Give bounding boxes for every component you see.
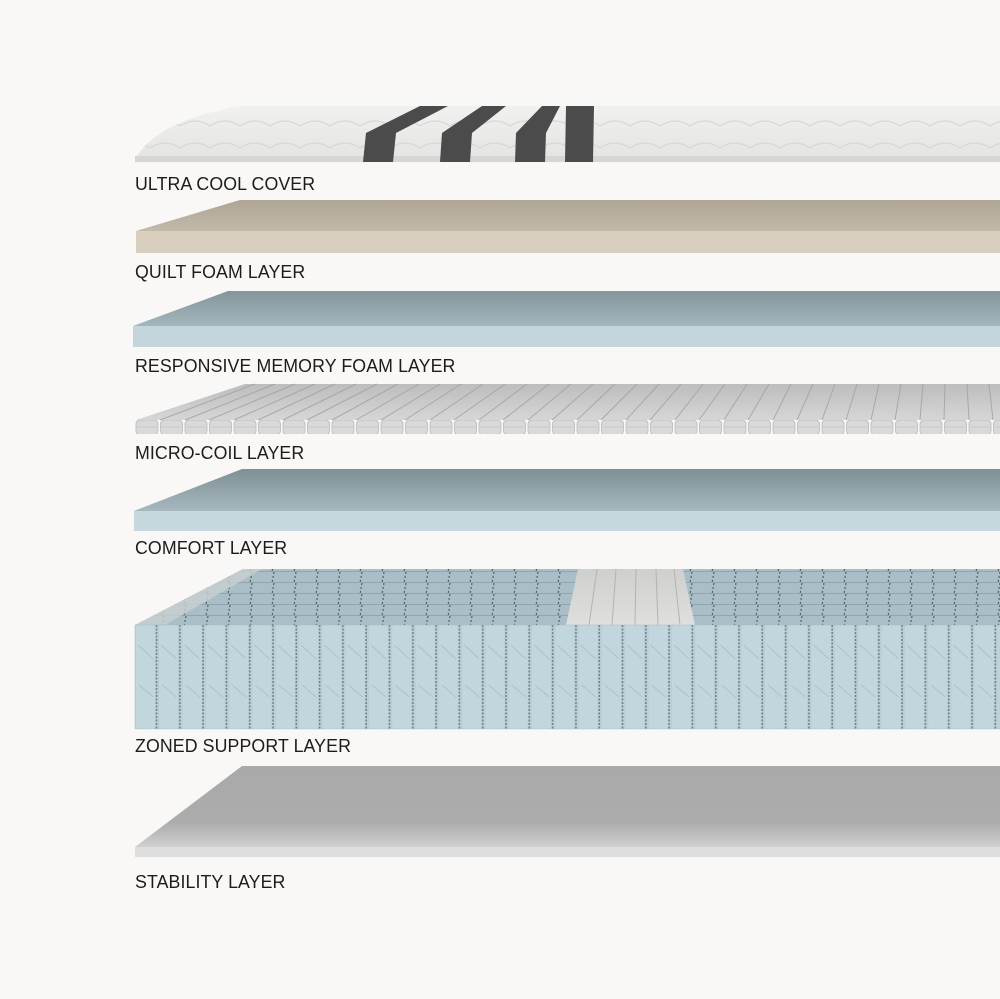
layer-label: STABILITY LAYER (135, 871, 286, 892)
micro-coil-illustration (135, 383, 1000, 434)
memory-foam-illustration (133, 291, 1000, 347)
layer-label: RESPONSIVE MEMORY FOAM LAYER (135, 355, 456, 376)
layer-label: ZONED SUPPORT LAYER (135, 735, 351, 756)
cover-stripes (363, 106, 594, 162)
layer-label: QUILT FOAM LAYER (135, 261, 306, 282)
cover-illustration (135, 106, 1000, 162)
zoned-support-illustration (134, 568, 1000, 730)
stability-illustration (135, 766, 1000, 857)
zone-ridges (588, 568, 681, 626)
layer-label: ULTRA COOL COVER (135, 173, 316, 194)
quilt-foam-illustration (136, 200, 1000, 253)
zone-firm-center (566, 569, 695, 625)
layer-label: COMFORT LAYER (135, 537, 288, 558)
layer-label: MICRO-COIL LAYER (135, 442, 305, 463)
coil-ridges (159, 383, 994, 421)
comfort-illustration (134, 469, 1000, 531)
